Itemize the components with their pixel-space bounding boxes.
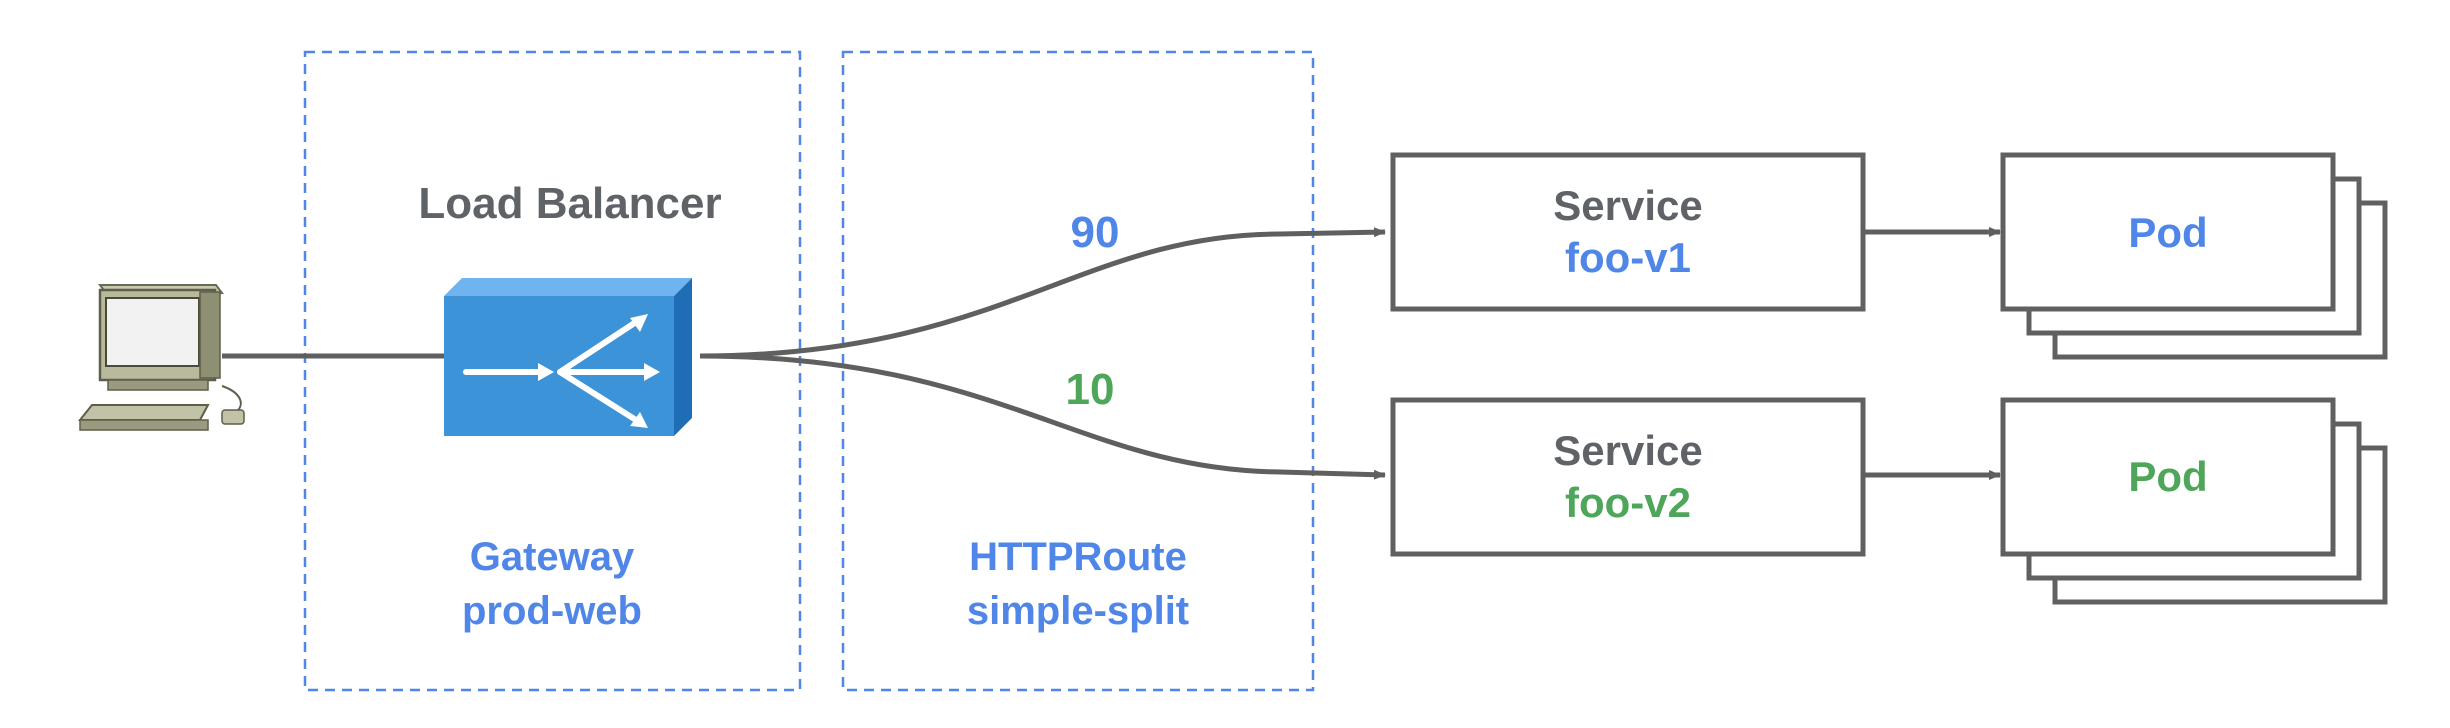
load-balancer-icon <box>444 278 692 436</box>
gateway-group-box <box>303 50 802 692</box>
service-name-foo-v2: foo-v2 <box>1565 479 1691 526</box>
load-balancer-title: Load Balancer <box>418 179 721 228</box>
weight-label-v1: 90 <box>1071 208 1120 257</box>
service-label-v2: Service <box>1553 427 1702 474</box>
route-curve-v1 <box>699 227 1386 359</box>
httproute-kind-label: HTTPRoute <box>969 535 1187 579</box>
pod-label-v1: Pod <box>2128 209 2207 256</box>
gateway-kind-label: Gateway <box>470 535 635 579</box>
weight-label-v2: 10 <box>1066 365 1115 414</box>
desktop-computer-icon <box>77 284 245 431</box>
service-box-foo-v1 <box>1390 152 1866 312</box>
httproute-group-box <box>841 50 1315 692</box>
pod-label-v2: Pod <box>2128 453 2207 500</box>
pod-stack-v2 <box>2000 397 2388 605</box>
route-curve-v2 <box>699 353 1386 480</box>
httproute-name-label: simple-split <box>967 589 1189 633</box>
pod-stack-v1 <box>2000 152 2388 360</box>
service-name-foo-v1: foo-v1 <box>1565 234 1691 281</box>
service-box-foo-v2 <box>1390 397 1866 557</box>
gateway-name-label: prod-web <box>462 589 642 633</box>
service-label-v1: Service <box>1553 182 1702 229</box>
